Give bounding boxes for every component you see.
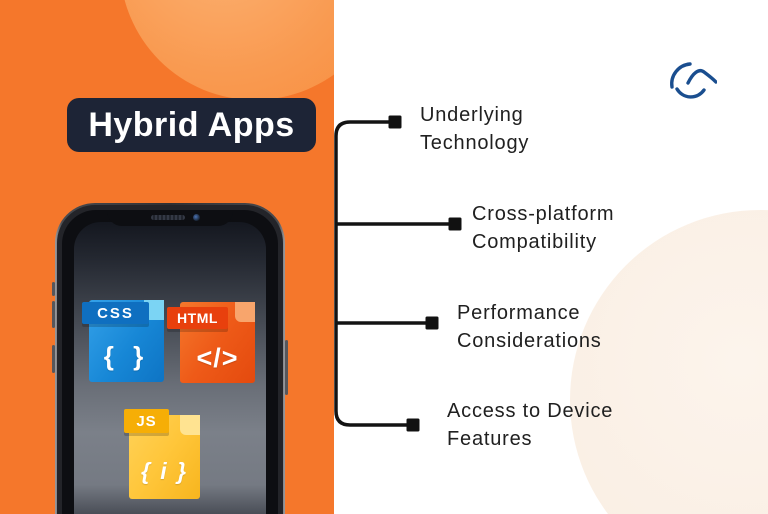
- js-file-fold-corner: [180, 415, 200, 435]
- phone-bezel: CSS { } HTML </> JS: [62, 210, 278, 514]
- decorative-orange-circle: [120, 0, 334, 100]
- branch-endpoint-square: [406, 418, 420, 432]
- phone-screen: CSS { } HTML </> JS: [74, 222, 266, 514]
- label-line: Cross-platform: [472, 203, 615, 225]
- label-line: Compatibility: [472, 231, 597, 253]
- js-file-label: JS: [124, 409, 169, 433]
- label-line: Access to Device: [447, 400, 614, 422]
- branch-label-access-to-device-features: Access to Device Features: [447, 397, 613, 453]
- smartphone-mockup: CSS { } HTML </> JS: [55, 203, 285, 514]
- phone-notch: [107, 210, 233, 226]
- label-line: Technology: [420, 132, 530, 154]
- html-file-label: HTML: [167, 307, 228, 329]
- title-box: Hybrid Apps: [67, 98, 316, 152]
- phone-power-button: [285, 340, 288, 395]
- phone-volume-up-button: [52, 301, 55, 328]
- js-file-icon: JS { i }: [124, 409, 200, 499]
- branch-label-performance-considerations: Performance Considerations: [457, 299, 602, 355]
- label-line: Underlying: [420, 104, 524, 126]
- label-line: Performance: [457, 302, 581, 324]
- phone-volume-down-button: [52, 345, 55, 373]
- label-line: Features: [447, 428, 533, 450]
- html-file-icon: HTML </>: [167, 302, 255, 383]
- phone-mute-switch: [52, 282, 55, 296]
- js-braces-glyph: { i }: [140, 457, 189, 484]
- css-file-icon: CSS { }: [82, 300, 164, 382]
- right-content-panel: Underlying Technology Cross-platform Com…: [334, 0, 768, 514]
- branch-endpoint-square: [425, 316, 439, 330]
- html-file-fold-corner: [235, 302, 255, 322]
- branch-endpoint-square: [388, 115, 402, 129]
- css-file-label: CSS: [82, 302, 149, 324]
- page-title: Hybrid Apps: [88, 105, 295, 144]
- branch-endpoint-square: [448, 217, 462, 231]
- phone-frame: CSS { } HTML </> JS: [57, 205, 283, 514]
- css-file-fold-corner: [144, 300, 164, 320]
- branch-connector-lines: [334, 115, 462, 432]
- phone-speaker-icon: [151, 215, 185, 220]
- left-orange-panel: Hybrid Apps CSS { }: [0, 0, 334, 514]
- html-tag-glyph: </>: [196, 343, 239, 373]
- brand-logo-icon: [670, 62, 717, 99]
- branch-label-cross-platform-compatibility: Cross-platform Compatibility: [472, 200, 614, 256]
- branch-label-underlying-technology: Underlying Technology: [420, 101, 529, 157]
- phone-camera-icon: [193, 214, 200, 221]
- label-line: Considerations: [457, 330, 602, 352]
- css-braces-glyph: { }: [103, 340, 150, 371]
